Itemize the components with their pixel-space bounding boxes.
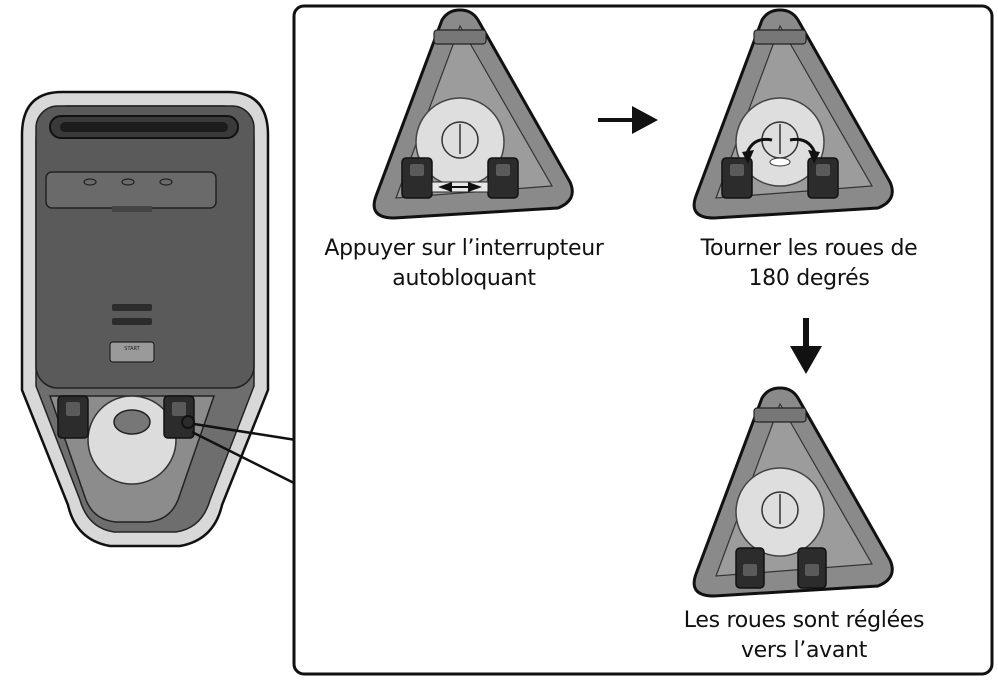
step1-caption-line1: Appuyer sur l’interrupteur xyxy=(324,236,604,261)
vent-slot xyxy=(112,318,152,325)
left-wheel xyxy=(57,395,89,439)
step3-caption-line1: Les roues sont réglées xyxy=(683,608,925,633)
zoom-callout xyxy=(181,415,297,486)
right-wheel xyxy=(807,157,839,199)
step1-base-illustration xyxy=(372,8,574,220)
step2-caption-line2: 180 degrés xyxy=(748,266,870,291)
step2-caption-line1: Tourner les roues de xyxy=(700,236,918,261)
device-bottom-view: START xyxy=(20,90,270,548)
sensor-bar xyxy=(45,171,217,209)
step2-caption: Tourner les roues de 180 degrés xyxy=(664,234,954,294)
step3-caption-line2: vers l’avant xyxy=(740,638,868,663)
right-wheel xyxy=(487,157,519,199)
vent-slot xyxy=(112,304,152,311)
step1-caption-line2: autobloquant xyxy=(392,266,536,291)
step3-caption: Les roues sont réglées vers l’avant xyxy=(654,606,954,666)
arrow-down xyxy=(790,318,822,374)
base-circle xyxy=(87,395,177,485)
start-button xyxy=(109,341,155,363)
step1-caption: Appuyer sur l’interrupteur autobloquant xyxy=(304,234,624,294)
left-wheel xyxy=(401,157,433,199)
step3-base-illustration xyxy=(692,386,894,598)
step2-base-illustration xyxy=(692,8,894,220)
left-wheel xyxy=(721,157,753,199)
arrow-right xyxy=(598,106,658,134)
start-button-label: START xyxy=(124,346,140,352)
